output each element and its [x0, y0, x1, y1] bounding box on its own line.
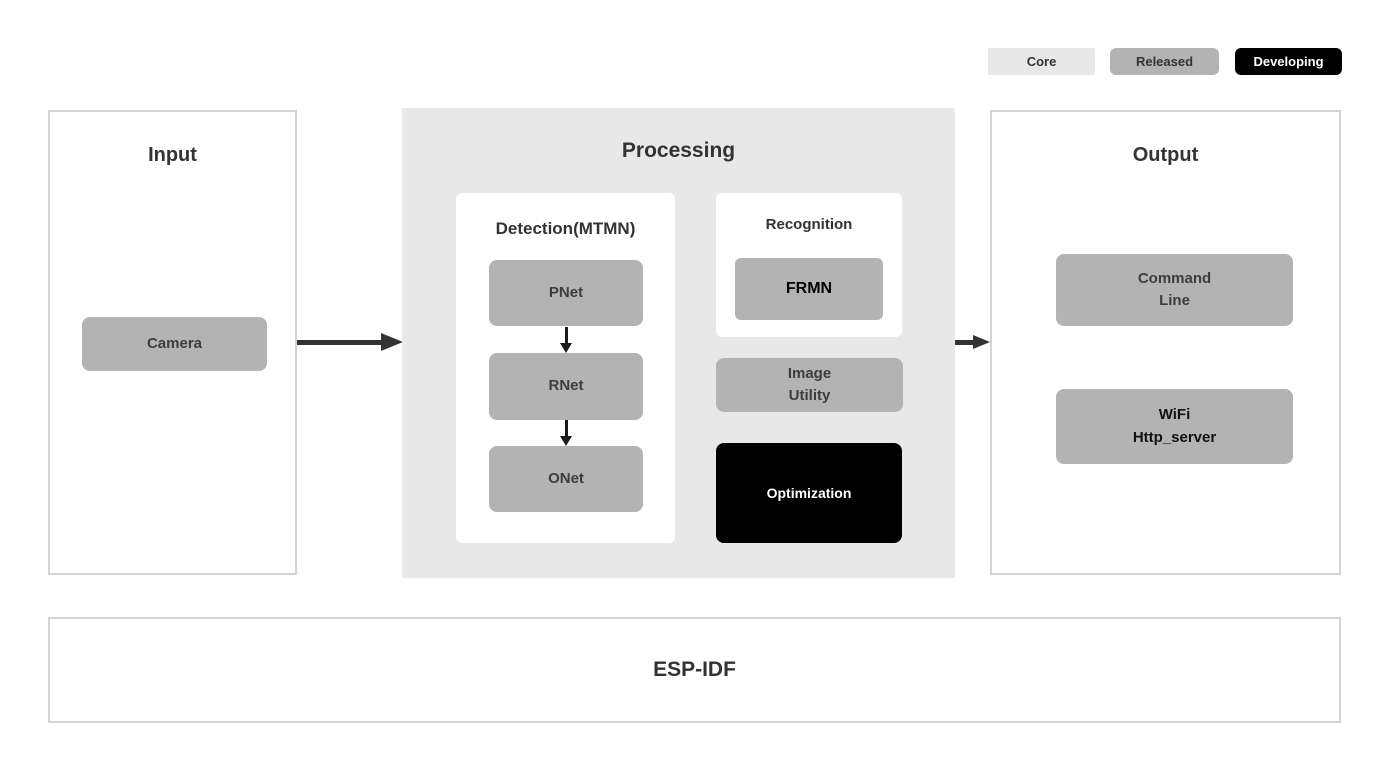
- camera-node: Camera: [82, 317, 267, 371]
- legend-core-label: Core: [1026, 54, 1057, 69]
- rnet-node: RNet: [489, 353, 643, 420]
- detection-card-title: Detection(MTMN): [495, 219, 636, 238]
- optimization-node: Optimization: [716, 443, 902, 543]
- legend-chip-core: Core: [988, 48, 1095, 75]
- esp-idf-title: ESP-IDF: [653, 658, 736, 681]
- processing-panel-title: Processing: [621, 139, 736, 162]
- wifi-http-server-node: WiFi Http_server: [1056, 389, 1293, 464]
- arrow-down-rnet-to-onet-icon: [560, 420, 573, 446]
- output-panel-title: Output: [1132, 144, 1199, 166]
- arrow-shaft: [955, 340, 975, 345]
- image-utility-node: Image Utility: [716, 358, 903, 412]
- onet-node: ONet: [489, 446, 643, 512]
- arrow-head: [973, 335, 990, 349]
- input-panel-title: Input: [148, 144, 197, 166]
- recognition-card: Recognition FRMN: [716, 193, 902, 337]
- arrow-shaft: [565, 327, 568, 344]
- arrow-right-input-to-processing-icon: [297, 333, 403, 351]
- legend-chip-released: Released: [1110, 48, 1219, 75]
- recognition-card-title: Recognition: [765, 216, 853, 233]
- frmn-node: FRMN: [735, 258, 883, 320]
- arrow-head: [381, 333, 403, 351]
- detection-card: Detection(MTMN) PNet RNet ONet: [456, 193, 675, 543]
- legend-released-label: Released: [1135, 54, 1194, 69]
- arrow-shaft: [297, 340, 383, 345]
- input-panel: Input Camera: [48, 110, 297, 575]
- arrow-down-pnet-to-rnet-icon: [560, 327, 573, 353]
- arrow-head: [560, 436, 572, 446]
- command-line-node: Command Line: [1056, 254, 1293, 326]
- esp-idf-panel: ESP-IDF: [48, 617, 1341, 723]
- legend-developing-label: Developing: [1253, 54, 1324, 69]
- output-panel: Output Command Line WiFi Http_server: [990, 110, 1341, 575]
- arrow-head: [560, 343, 572, 353]
- arrow-right-processing-to-output-icon: [955, 335, 990, 350]
- arrow-shaft: [565, 420, 568, 437]
- legend-chip-developing: Developing: [1235, 48, 1342, 75]
- pnet-node: PNet: [489, 260, 643, 326]
- processing-panel: Processing Detection(MTMN) PNet RNet ONe…: [402, 108, 955, 578]
